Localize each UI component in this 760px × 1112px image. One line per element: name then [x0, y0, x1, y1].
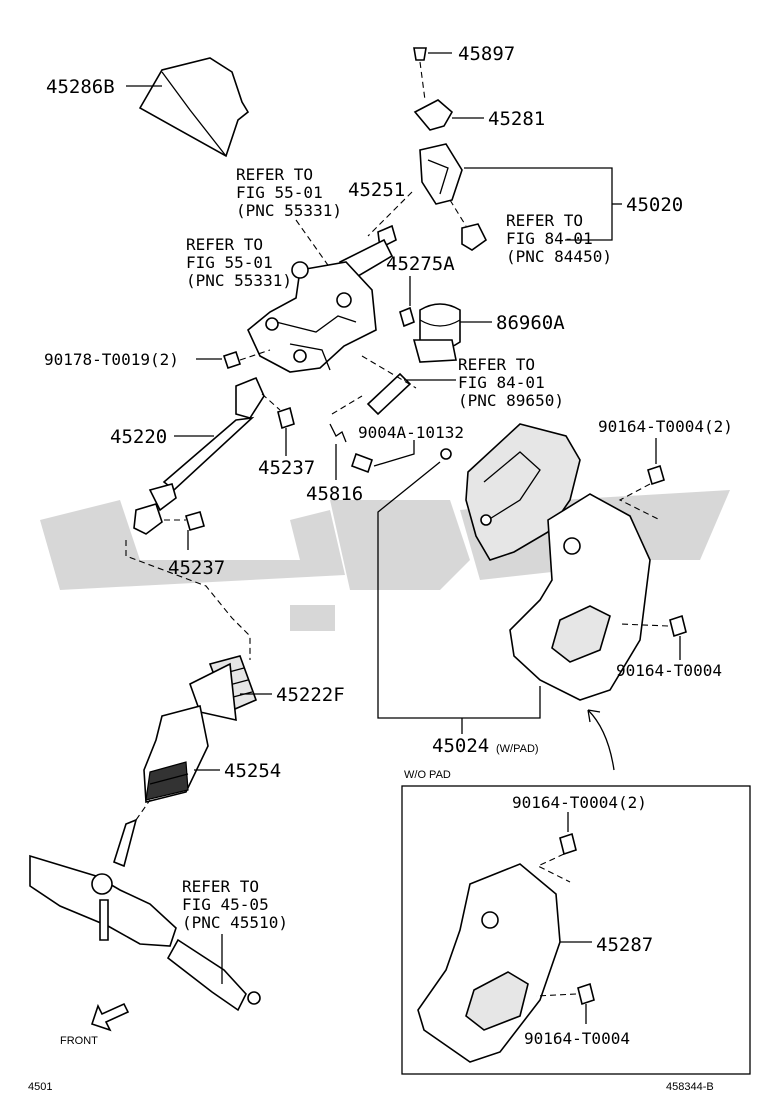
- ref-fig-45-05-line3: (PNC 45510): [182, 913, 288, 932]
- label-45237-upper: 45237: [258, 457, 315, 479]
- switch-assembly-45020[interactable]: [419, 143, 488, 251]
- motor-86960A[interactable]: [412, 303, 461, 363]
- label-45897: 45897: [458, 43, 515, 65]
- label-45024-note: (W/PAD): [496, 743, 539, 755]
- intermediate-shaft-45220[interactable]: [133, 376, 265, 535]
- label-45024: 45024: [432, 735, 489, 757]
- label-90178: 90178-T0019(2): [44, 350, 179, 369]
- ref-fig-55-01-b-line3: (PNC 55331): [186, 271, 292, 290]
- ref-fig-84-01-84450-line2: FIG 84-01: [506, 229, 593, 248]
- column-cover-lower-45024[interactable]: [440, 423, 651, 701]
- module-89650[interactable]: [366, 372, 412, 416]
- label-45222F: 45222F: [276, 684, 345, 706]
- ref-fig-84-01-84450-line1: REFER TO: [506, 211, 583, 230]
- label-90164-box-upper: 90164-T0004(2): [512, 793, 647, 812]
- clip-45897[interactable]: [413, 47, 452, 61]
- label-45251: 45251: [348, 179, 405, 201]
- label-45287: 45287: [596, 934, 653, 956]
- bolt-45237-lower[interactable]: [185, 511, 205, 531]
- label-86960A: 86960A: [496, 312, 565, 334]
- label-90164-box-lower: 90164-T0004: [524, 1029, 630, 1048]
- label-45020: 45020: [626, 194, 683, 216]
- label-90164-upper: 90164-T0004(2): [598, 417, 733, 436]
- ref-fig-55-01-b-line2: FIG 55-01: [186, 253, 273, 272]
- bolt-9004A[interactable]: [350, 452, 374, 474]
- column-cover-45287[interactable]: [417, 863, 561, 1063]
- diagram-id: 458344-B: [666, 1081, 714, 1093]
- ref-fig-55-01-a-line2: FIG 55-01: [236, 183, 323, 202]
- label-45254: 45254: [224, 760, 281, 782]
- label-45281: 45281: [488, 108, 545, 130]
- screw-90164-right[interactable]: [669, 614, 687, 638]
- ref-fig-45-05-line2: FIG 45-05: [182, 895, 269, 914]
- nut-90178[interactable]: [222, 350, 242, 370]
- bracket-45281[interactable]: [413, 99, 454, 131]
- label-45816: 45816: [306, 483, 363, 505]
- front-label: FRONT: [60, 1035, 98, 1047]
- bolt-45237-upper[interactable]: [277, 406, 295, 430]
- bolt-45275A[interactable]: [399, 306, 415, 328]
- label-45220: 45220: [110, 426, 167, 448]
- ref-fig-84-01-89650-line1: REFER TO: [458, 355, 535, 374]
- ref-fig-84-01-89650-line2: FIG 84-01: [458, 373, 545, 392]
- ref-fig-84-01-84450-line3: (PNC 84450): [506, 247, 612, 266]
- screw-90164-upper[interactable]: [647, 464, 665, 486]
- boot-45254[interactable]: [143, 705, 209, 804]
- wo-pad-box: [401, 785, 751, 1075]
- screw-90164-box-upper[interactable]: [559, 832, 577, 856]
- arrow-to-variant: [587, 709, 615, 771]
- label-90164-right: 90164-T0004: [616, 661, 722, 680]
- ref-fig-84-01-89650-line3: (PNC 89650): [458, 391, 564, 410]
- ref-fig-55-01-a-line1: REFER TO: [236, 165, 313, 184]
- label-45286B: 45286B: [46, 76, 115, 98]
- label-45275A: 45275A: [386, 253, 455, 275]
- clip-45816[interactable]: [329, 423, 347, 443]
- label-45237-lower: 45237: [168, 557, 225, 579]
- steering-gear-rack[interactable]: [29, 818, 261, 1012]
- ref-fig-55-01-b-line1: REFER TO: [186, 235, 263, 254]
- label-9004A: 9004A-10132: [358, 423, 464, 442]
- page-id: 4501: [28, 1081, 52, 1093]
- wo-pad-label: W/O PAD: [404, 769, 451, 781]
- ref-fig-55-01-a-line3: (PNC 55331): [236, 201, 342, 220]
- boot-45222F[interactable]: [189, 655, 258, 722]
- screw-90164-box-lower[interactable]: [577, 982, 595, 1006]
- column-cover-upper-45286B[interactable]: [138, 57, 250, 158]
- front-arrow-icon: [90, 1002, 130, 1032]
- steering-column-45251[interactable]: [247, 224, 397, 373]
- ref-fig-45-05-line1: REFER TO: [182, 877, 259, 896]
